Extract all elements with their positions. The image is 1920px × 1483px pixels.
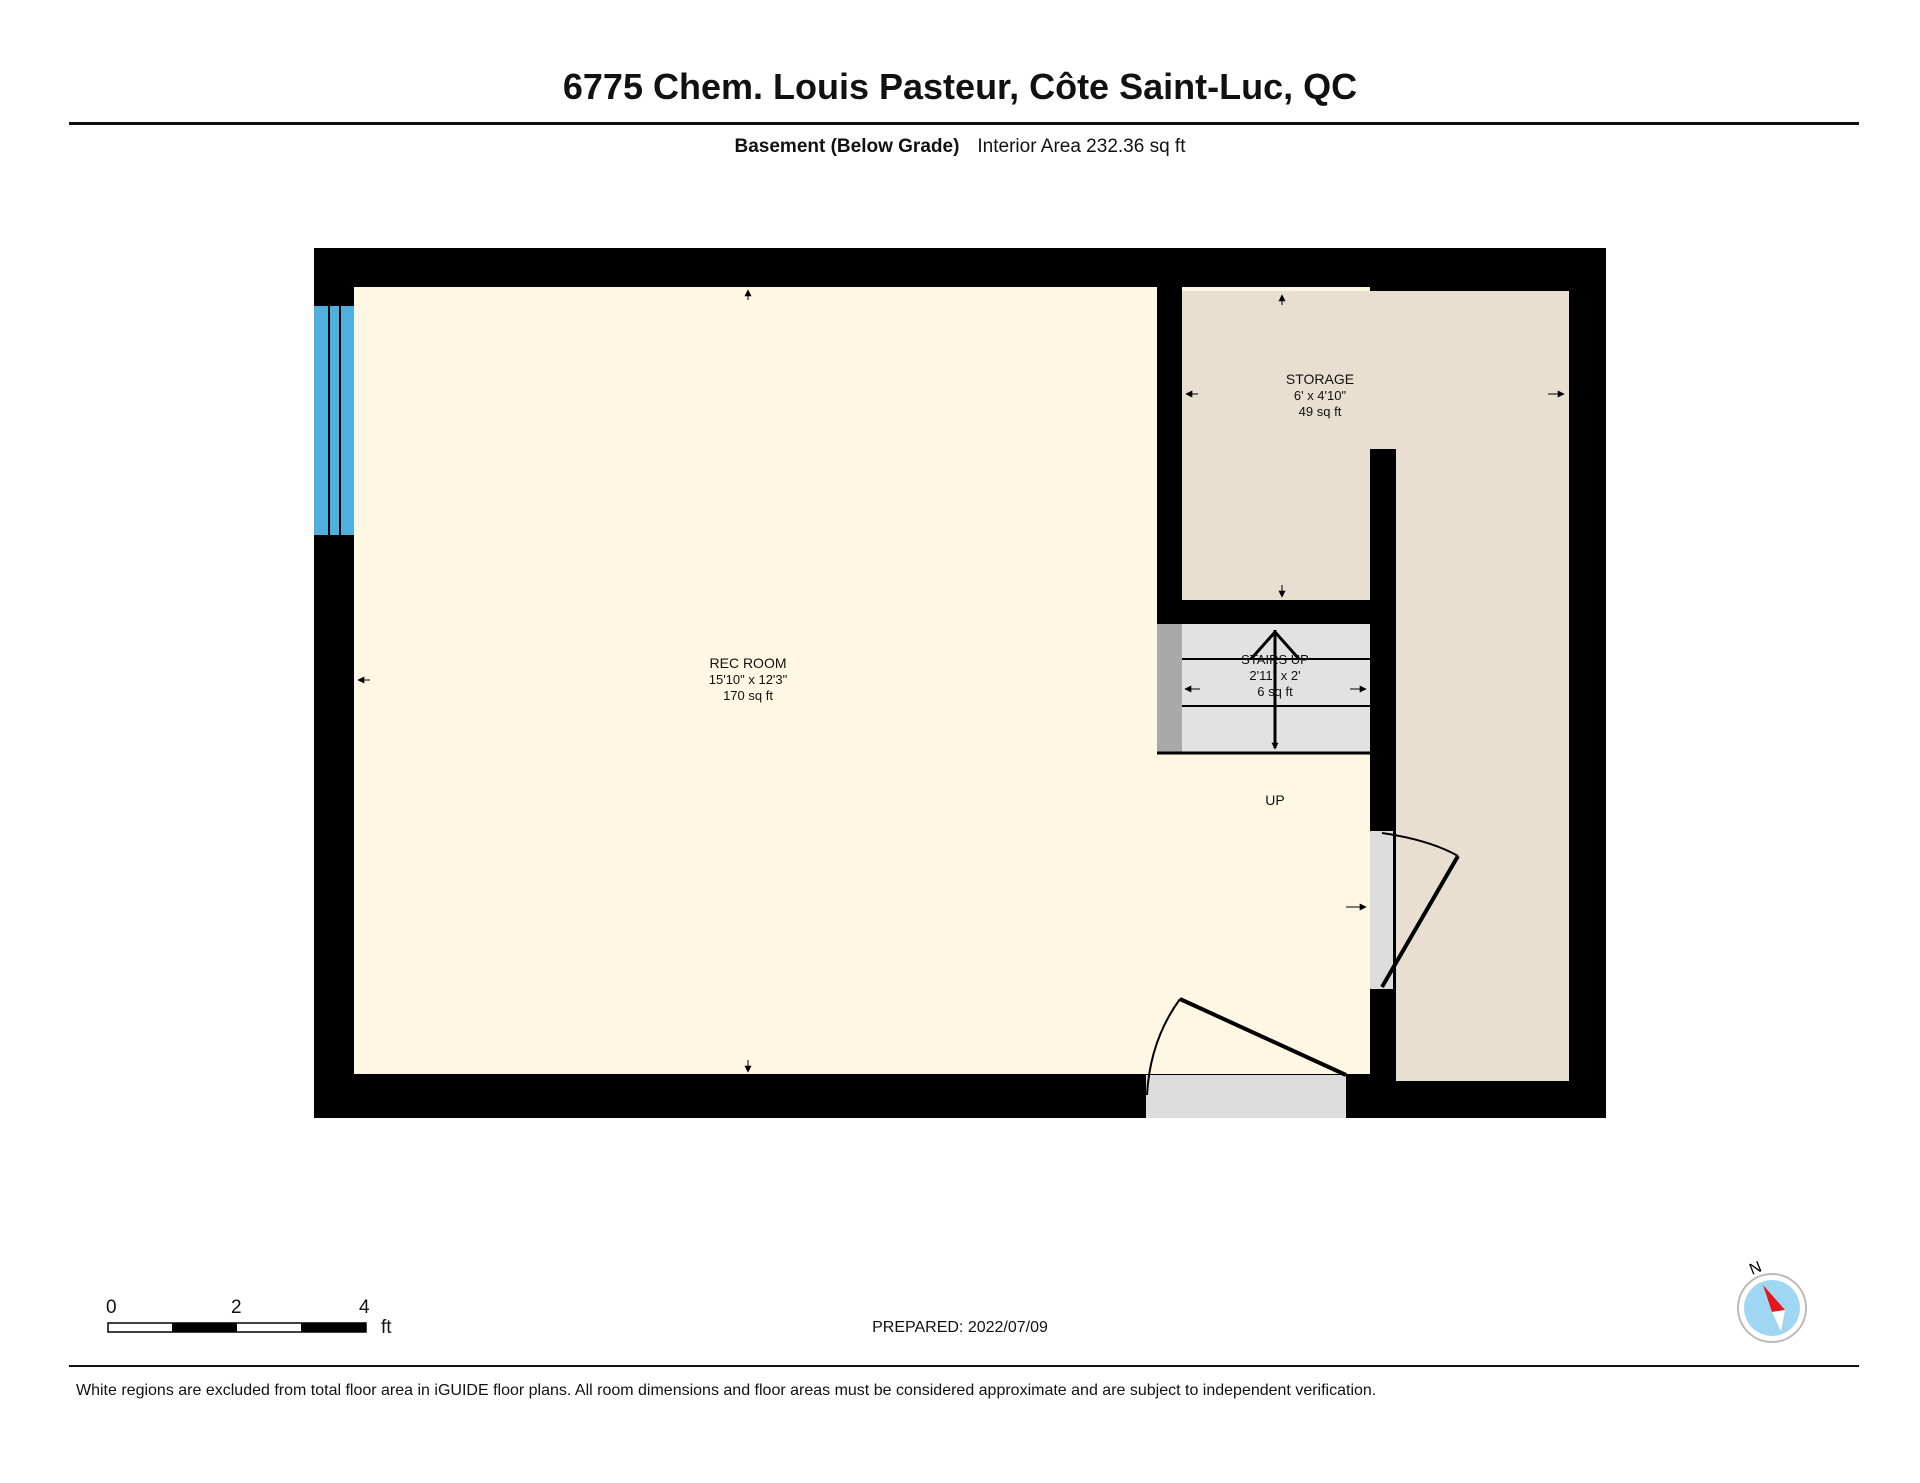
scale-tick-2: 2 xyxy=(231,1297,242,1318)
storage-dims: 6' x 4'10" xyxy=(1294,388,1347,403)
rec-room-dims: 15'10" x 12'3" xyxy=(709,672,788,687)
storage-area: 49 sq ft xyxy=(1299,404,1342,419)
footer-rule xyxy=(69,1365,1859,1367)
door-swing xyxy=(1381,832,1459,857)
header-rule xyxy=(69,122,1859,125)
rec-room-name: REC ROOM xyxy=(710,655,787,671)
storage-name: STORAGE xyxy=(1286,371,1354,387)
window xyxy=(314,306,354,535)
scale-tick-0: 0 xyxy=(106,1297,117,1318)
footer-note: White regions are excluded from total fl… xyxy=(76,1382,1377,1399)
interior-wall xyxy=(1370,989,1396,1081)
interior-area: Interior Area 232.36 sq ft xyxy=(977,136,1186,157)
compass-icon: N xyxy=(1737,1259,1807,1343)
stairs-name: STAIRS UP xyxy=(1241,652,1309,667)
scale-bar xyxy=(107,1322,367,1333)
plan-subtitle: Basement (Below Grade) Interior Area 232.… xyxy=(0,136,1920,158)
scale-unit: ft xyxy=(381,1317,392,1338)
interior-wall xyxy=(1157,287,1182,618)
rec-room-area: 170 sq ft xyxy=(723,688,773,703)
interior-wall xyxy=(1157,600,1396,624)
interior-wall xyxy=(1370,449,1396,831)
doorway xyxy=(1146,1075,1346,1118)
stairs-up-arrowhead xyxy=(1249,629,1301,660)
door-swing xyxy=(1146,998,1181,1096)
level-name: Basement (Below Grade) xyxy=(734,136,960,157)
door-leaf xyxy=(1380,854,1460,989)
door-leaf xyxy=(1179,997,1347,1077)
doorway xyxy=(1370,831,1393,989)
stair-rail xyxy=(1157,624,1182,753)
up-label: UP xyxy=(1265,792,1284,808)
stairs-dims: 2'11" x 2' xyxy=(1249,668,1300,683)
storage-corridor-floor xyxy=(1396,291,1569,1081)
plan-title: 6775 Chem. Louis Pasteur, Côte Saint-Luc… xyxy=(562,66,1358,107)
stairs-area: 6 sq ft xyxy=(1257,684,1293,699)
scale-tick-4: 4 xyxy=(359,1297,370,1318)
room-labels: REC ROOM 15'10" x 12'3" 170 sq ft STORAG… xyxy=(709,371,1354,808)
dimension-arrows xyxy=(357,289,1565,1073)
prepared-date: PREPARED: 2022/07/09 xyxy=(872,1319,1048,1336)
